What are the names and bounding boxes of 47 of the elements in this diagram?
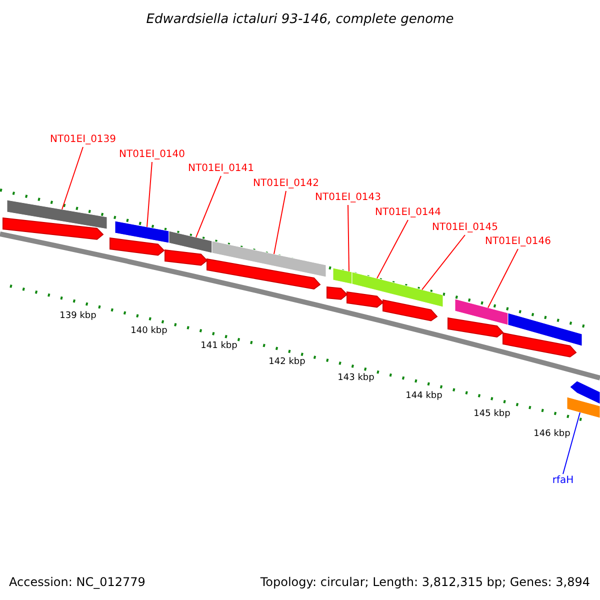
gene-block [2, 217, 104, 240]
leader-line [62, 146, 84, 210]
gene-block [326, 286, 348, 300]
gene-bar [508, 312, 582, 346]
gene-label: NT01EI_0139 [50, 134, 116, 146]
gene-bar [212, 240, 326, 278]
gene-bar [114, 220, 170, 244]
gene-label: NT01EI_0140 [118, 149, 186, 161]
gene-block [502, 332, 577, 358]
scale-label: 143 kbp [338, 373, 374, 384]
leader-line [348, 204, 350, 272]
gene-block [382, 299, 438, 322]
accession-text: Accession: NC_012779 [9, 575, 146, 589]
gene-block [110, 237, 165, 256]
gene-bar [454, 298, 508, 326]
scale-label: 146 kbp [534, 429, 570, 440]
leader-line [562, 412, 580, 474]
genome-summary-text: Topology: circular; Length: 3,812,315 bp; Genes: 3,894 [260, 575, 590, 589]
gene-label: NT01EI_0144 [374, 207, 442, 219]
scale-label: 141 kbp [200, 341, 238, 352]
leader-line [274, 190, 286, 255]
scale-label: 145 kbp [474, 409, 510, 420]
scale-label: 139 kbp [60, 311, 96, 322]
gene-bar [168, 230, 212, 254]
leader-line [146, 162, 152, 228]
leader-line [488, 248, 518, 308]
diagram-title: Edwardsiella ictaluri 93-146, complete genome [146, 12, 454, 27]
gene-label: NT01EI_0143 [314, 192, 382, 204]
gene-label: NT01EI_0146 [484, 236, 552, 248]
scale-label: 140 kbp [130, 326, 168, 337]
gene-bar [6, 200, 108, 230]
gene-bar [352, 272, 444, 308]
gene-bar [570, 380, 600, 404]
gene-label: NT01EI_0145 [432, 222, 498, 234]
gene-bar [332, 268, 352, 284]
scale-label: 144 kbp [406, 391, 442, 402]
gene-label: NT01EI_0141 [188, 163, 254, 175]
scale-label: 142 kbp [268, 357, 306, 368]
gene-label: rfaH [552, 475, 574, 487]
gene-bar [566, 396, 600, 418]
gene-label: NT01EI_0142 [252, 178, 320, 190]
leader-line [376, 220, 408, 279]
leader-line [422, 234, 466, 290]
gene-block [448, 317, 504, 338]
gene-block [206, 258, 321, 290]
leader-line [196, 176, 222, 238]
gene-block [164, 249, 208, 266]
